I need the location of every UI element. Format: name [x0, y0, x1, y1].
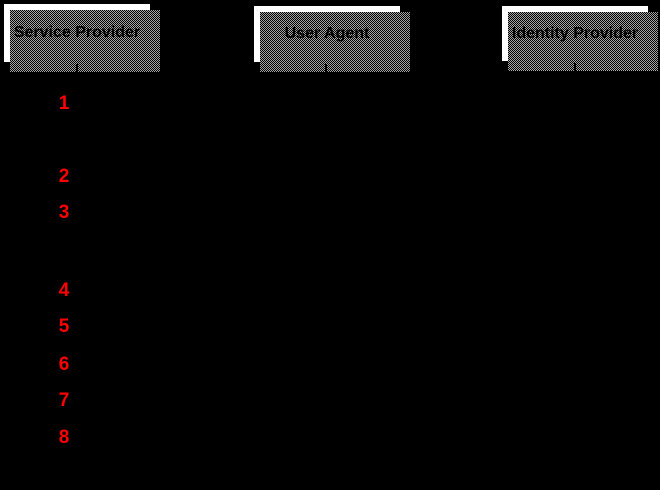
- actor-label-service-provider: Service Provider: [13, 24, 141, 41]
- step-number-7: 7: [58, 390, 70, 411]
- actor-label-user-agent: User Agent: [284, 25, 370, 42]
- actor-box-identity-provider: Identity Provider: [500, 4, 658, 71]
- lifeline-tick-service-provider: [76, 64, 78, 74]
- actor-box-service-provider: Service Provider: [2, 2, 160, 72]
- lifeline-tick-identity-provider: [574, 63, 576, 74]
- step-number-1: 1: [58, 93, 70, 114]
- step-number-2: 2: [58, 166, 70, 187]
- step-number-3: 3: [58, 202, 70, 223]
- step-number-8: 8: [58, 427, 70, 448]
- actor-box-user-agent: User Agent: [252, 4, 410, 72]
- step-number-6: 6: [58, 354, 70, 375]
- actor-label-identity-provider: Identity Provider: [511, 24, 639, 42]
- step-number-5: 5: [58, 316, 70, 337]
- lifeline-tick-user-agent: [325, 64, 327, 74]
- step-number-4: 4: [58, 280, 70, 301]
